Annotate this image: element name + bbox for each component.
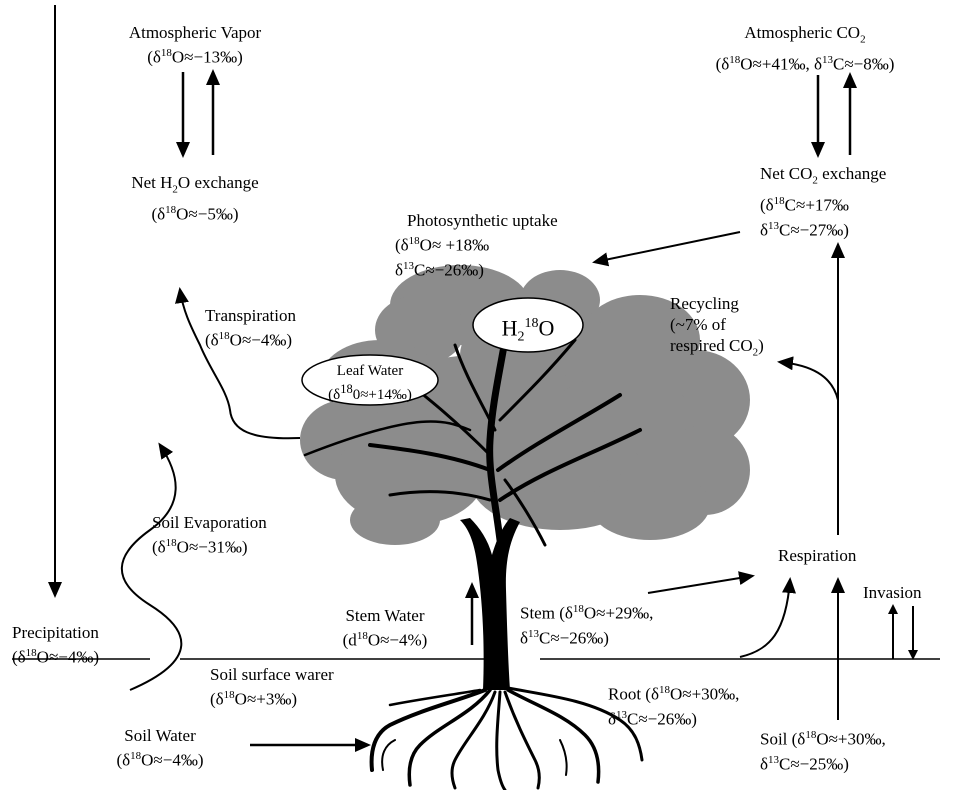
net-h2o-title: Net H2O exchange <box>131 173 259 196</box>
soil-surface-title: Soil surface warer <box>210 665 334 684</box>
precipitation-label: Precipitation (δ18O≈−4‰) <box>12 622 99 668</box>
tree-roots <box>369 686 644 790</box>
root-value-18: Root (δ18O≈+30‰, <box>608 684 740 704</box>
leaf-water-label: Leaf Water (δ180≈+14‰) <box>302 362 438 404</box>
stem-water-title: Stem Water <box>345 606 425 625</box>
net-co2-exchange-label: Net CO2 exchange (δ18C≈+17‰ δ13C≈−27‰) <box>760 163 886 241</box>
soil-water-value: (δ18O≈−4‰) <box>116 750 204 770</box>
h218o-label: H218O <box>501 315 555 345</box>
photosynthetic-uptake-label: Photosynthetic uptake (δ18O≈ +18‰ δ13C≈−… <box>395 210 558 280</box>
soil-water-title: Soil Water <box>124 726 196 745</box>
soil-evaporation-value: (δ18O≈−31‰) <box>152 537 248 557</box>
soil-evaporation-arrow <box>120 442 183 691</box>
precipitation-value: (δ18O≈−4‰) <box>12 647 100 667</box>
transpiration-label: Transpiration (δ18O≈−4‰) <box>205 305 296 351</box>
net-h2o-exchange-label: Net H2O exchange (δ18O≈−5‰) <box>95 172 295 225</box>
invasion-title: Invasion <box>863 583 922 602</box>
soil-evaporation-label: Soil Evaporation (δ18O≈−31‰) <box>152 512 267 558</box>
recycling-line2: (~7% of <box>670 315 726 334</box>
recycling-label: Recycling (~7% of respired CO2) <box>670 293 764 363</box>
atmospheric-vapor-title: Atmospheric Vapor <box>128 23 262 42</box>
leaf-water-value: (δ180≈+14‰) <box>328 382 412 403</box>
leaf-water-title: Leaf Water <box>336 363 404 379</box>
atmospheric-co2-title: Atmospheric CO2 <box>744 23 866 46</box>
soil-label: Soil (δ18O≈+30‰, δ13C≈−25‰) <box>760 725 886 774</box>
recycling-arrow <box>777 356 839 401</box>
tree-branches <box>303 336 642 547</box>
respiration-label: Respiration <box>778 545 856 566</box>
net-co2-value-13: δ13C≈−27‰) <box>760 220 849 240</box>
stem-respiration-arrow <box>647 571 755 594</box>
atmospheric-co2-label: Atmospheric CO2 (δ18O≈+41‰, δ13C≈−8‰) <box>665 22 945 75</box>
stem-value-13: δ13C≈−26‰) <box>520 627 609 648</box>
stem-water-value: (d18O≈−4%) <box>342 630 428 650</box>
soil-surface-water-label: Soil surface warer (δ18O≈+3‰) <box>210 664 334 710</box>
stem-water-label: Stem Water (d18O≈−4%) <box>315 605 455 651</box>
transpiration-title: Transpiration <box>205 306 296 325</box>
soil-water-label: Soil Water (δ18O≈−4‰) <box>80 725 240 771</box>
soil-surface-value: (δ18O≈+3‰) <box>210 689 298 709</box>
invasion-label: Invasion <box>863 582 922 603</box>
photosynthetic-value-18: (δ18O≈ +18‰ <box>395 235 490 255</box>
photosynthetic-value-13: δ13C≈−26‰) <box>395 259 484 280</box>
root-label: Root (δ18O≈+30‰, δ13C≈−26‰) <box>608 680 739 729</box>
root-respiration-arrow <box>739 577 796 658</box>
soil-value-18: Soil (δ18O≈+30‰, <box>760 729 886 749</box>
soil-value-13: δ13C≈−25‰) <box>760 753 849 774</box>
soil-evaporation-title: Soil Evaporation <box>152 513 267 532</box>
net-h2o-value: (δ18O≈−5‰) <box>151 204 239 225</box>
tree-trunk <box>460 518 520 690</box>
recycling-line1: Recycling <box>670 294 739 313</box>
atmospheric-co2-value: (δ18O≈+41‰, δ13C≈−8‰) <box>715 54 895 75</box>
leaf-water-oval <box>301 354 439 406</box>
precipitation-title: Precipitation <box>12 623 99 642</box>
photosynthetic-title: Photosynthetic uptake <box>407 211 558 230</box>
respiration-title: Respiration <box>778 546 857 565</box>
atmospheric-vapor-label: Atmospheric Vapor (δ18O≈−13‰) <box>95 22 295 68</box>
h218o-oval <box>472 297 584 353</box>
photosynthetic-arrow <box>592 231 741 267</box>
transpiration-value: (δ18O≈−4‰) <box>205 330 293 350</box>
stem-value-18: Stem (δ18O≈+29‰, <box>520 603 654 623</box>
recycling-line3: respired CO2) <box>670 336 764 359</box>
root-value-13: δ13C≈−26‰) <box>608 708 697 729</box>
transpiration-arrow <box>175 287 301 440</box>
net-co2-title: Net CO2 exchange <box>760 164 887 187</box>
net-co2-value-18: (δ18C≈+17‰ <box>760 195 849 216</box>
atmospheric-vapor-value: (δ18O≈−13‰) <box>147 47 243 67</box>
stem-label: Stem (δ18O≈+29‰, δ13C≈−26‰) <box>520 599 653 648</box>
